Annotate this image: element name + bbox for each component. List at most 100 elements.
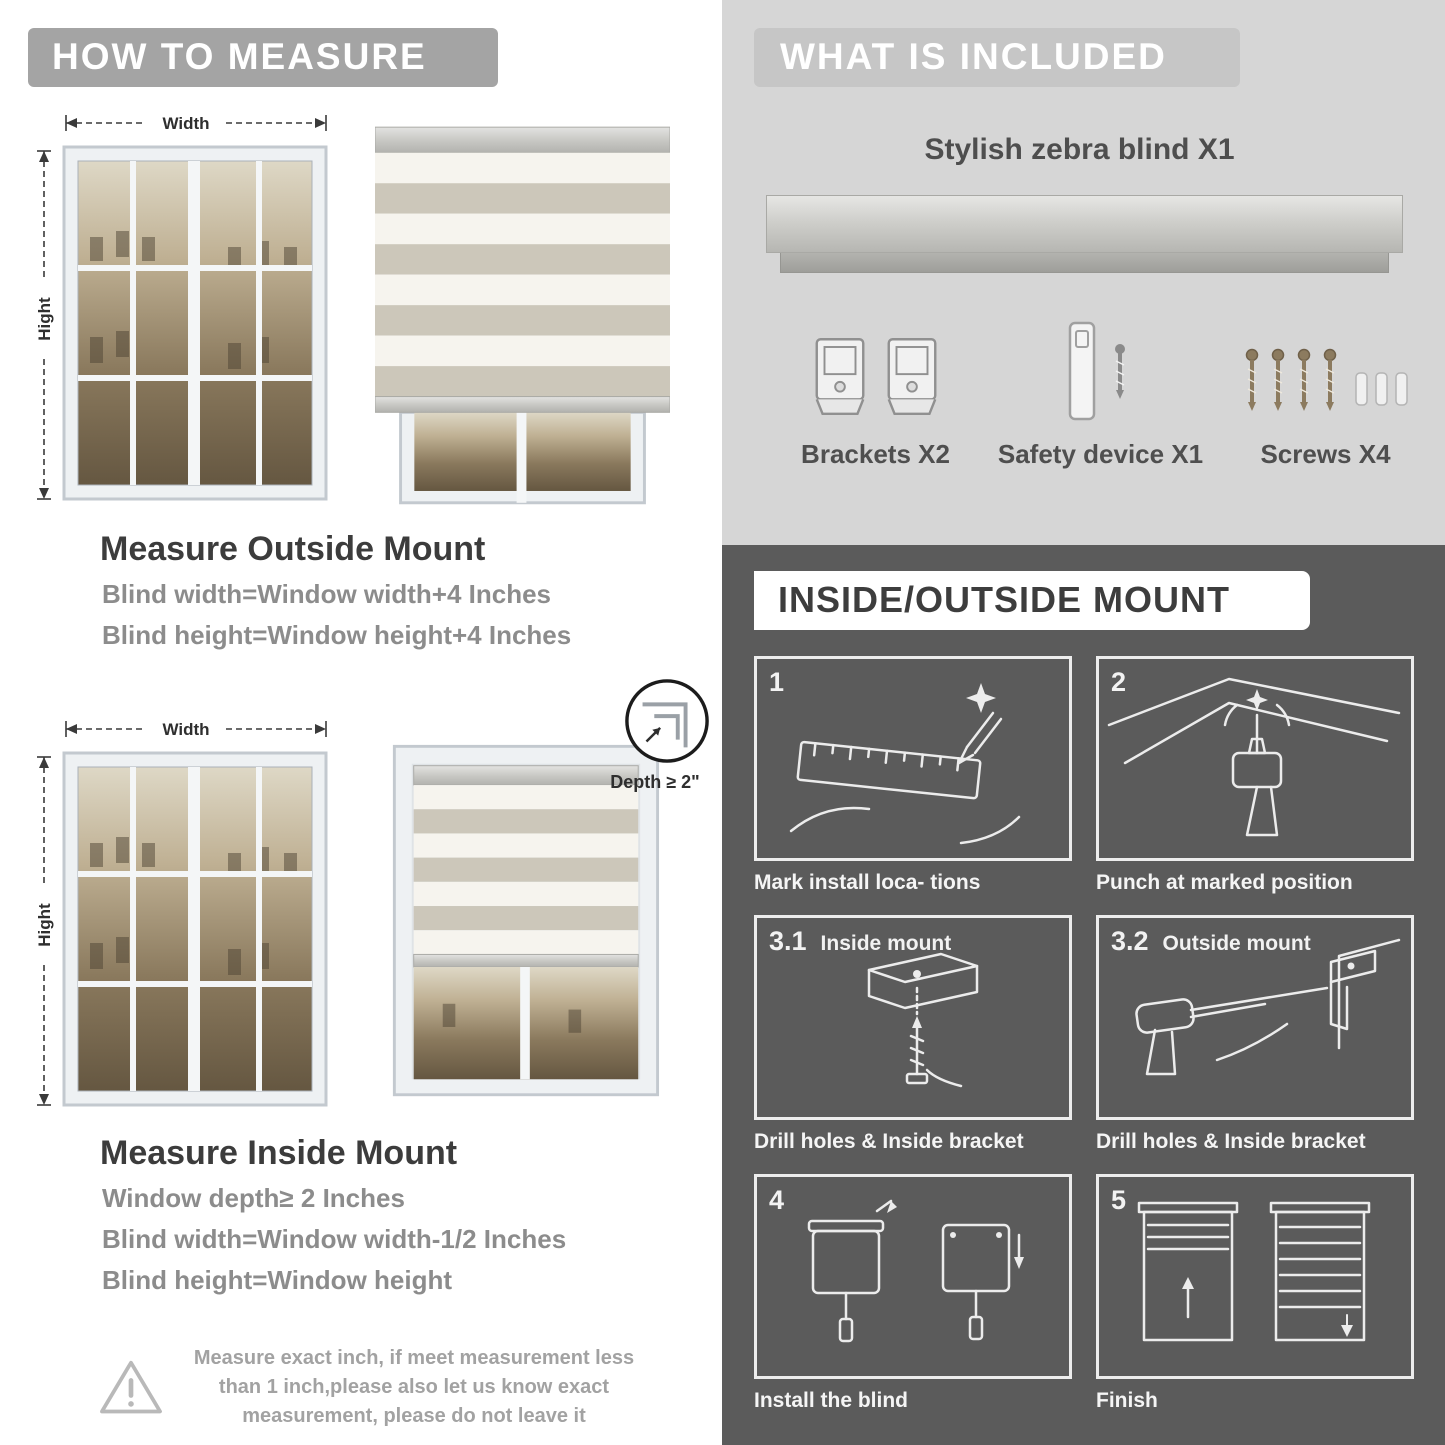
- included-item-labels: Brackets X2 Safety device X1 Screws X4: [768, 439, 1445, 470]
- blind-headrail-illustration: [766, 195, 1403, 273]
- height-label: Hight: [35, 297, 54, 341]
- step-3-1: 3.1 Inside mount: [754, 915, 1072, 1154]
- step-4-panel: 4: [754, 1174, 1072, 1379]
- step-5-caption: Finish: [1096, 1389, 1158, 1412]
- step-3-1-caption: Drill holes & Inside bracket: [754, 1130, 1024, 1153]
- window-mullions: [78, 767, 312, 1091]
- step-3-2-panel: 3.2 Outside mount: [1096, 915, 1414, 1120]
- bracket-icon: [815, 338, 864, 416]
- screws-icon: [1245, 348, 1408, 411]
- right-column: WHAT IS INCLUDED Stylish zebra blind X1: [722, 0, 1445, 1445]
- window-frame: [62, 145, 328, 501]
- inside-height-formula: Blind height=Window height: [102, 1265, 452, 1295]
- step-3-2-caption: Drill holes & Inside bracket: [1096, 1130, 1366, 1153]
- step-3-1-panel: 3.1 Inside mount: [754, 915, 1072, 1120]
- outside-mount-illustrations: Width Hight: [28, 107, 696, 512]
- outside-width-formula: Blind width=Window width+4 Inches: [102, 579, 551, 609]
- step-sublabel: Outside mount: [1162, 932, 1311, 955]
- outside-bracket-illustration: [1135, 938, 1401, 1076]
- what-is-included-banner: WHAT IS INCLUDED: [754, 28, 1240, 87]
- how-to-measure-banner: HOW TO MEASURE: [28, 28, 498, 87]
- inside-bracket-illustration: [867, 952, 979, 1088]
- outside-height-formula: Blind height=Window height+4 Inches: [102, 620, 572, 650]
- headrail-lip: [780, 253, 1389, 273]
- inside-mount-illustrations: Width Hight: [28, 679, 709, 1118]
- install-blind-illustration: [807, 1199, 1024, 1343]
- width-dimension-arrow: [65, 721, 327, 737]
- screw: [1245, 348, 1258, 411]
- step-4: 4: [754, 1174, 1072, 1413]
- inside-depth-rule: Window depth≥ 2 Inches: [102, 1183, 405, 1213]
- step-1-caption: Mark install loca- tions: [754, 871, 981, 894]
- zebra-blind-outside-figure: [374, 121, 671, 510]
- what-is-included-panel: WHAT IS INCLUDED Stylish zebra blind X1: [722, 0, 1445, 545]
- zebra-blind-inside-figure: Depth ≥ 2": [375, 679, 709, 1106]
- screw: [1297, 348, 1310, 411]
- screw: [1271, 348, 1284, 411]
- window-with-dimensions-figure-2: Width Hight: [28, 713, 343, 1118]
- step-3-2: 3.2 Outside mount: [1096, 915, 1414, 1154]
- glass-below-blind: [413, 967, 639, 1080]
- step-sublabel: Inside mount: [820, 932, 952, 955]
- width-dimension-arrow: [65, 115, 327, 131]
- width-label: Width: [162, 720, 209, 739]
- bracket-icon: [887, 338, 936, 416]
- mount-steps-grid: 1: [754, 656, 1445, 1413]
- height-dimension-arrow: [37, 756, 51, 1106]
- screws-illustration: [1218, 313, 1433, 423]
- mount-banner: INSIDE/OUTSIDE MOUNT: [754, 571, 1310, 630]
- measure-warning: Measure exact inch, if meet measurement …: [98, 1344, 696, 1431]
- step-1-panel: 1: [754, 656, 1072, 861]
- product-title: Stylish zebra blind X1: [924, 133, 1235, 166]
- width-label: Width: [162, 114, 209, 133]
- window-behind-blind: [399, 410, 646, 505]
- window-with-dimensions-figure: Width Hight: [28, 107, 343, 512]
- finish-illustration: [1137, 1201, 1371, 1342]
- warning-text: Measure exact inch, if meet measurement …: [193, 1347, 635, 1427]
- depth-callout: Depth ≥ 2": [608, 677, 726, 793]
- step-number: 3.1: [769, 926, 807, 956]
- window-illustration: Width Hight: [35, 114, 328, 501]
- step-number: 4: [769, 1185, 785, 1215]
- how-to-measure-panel: HOW TO MEASURE Width Hight: [0, 0, 722, 1445]
- screw: [1323, 348, 1336, 411]
- step-number: 2: [1111, 667, 1127, 697]
- wall-anchors: [1354, 372, 1408, 406]
- zebra-blind: [413, 765, 639, 968]
- zebra-blind-illustration: [374, 126, 671, 505]
- window-frame: [62, 751, 328, 1107]
- step-5: 5: [1096, 1174, 1414, 1413]
- step-5-panel: 5: [1096, 1174, 1414, 1379]
- inside-width-formula: Blind width=Window width-1/2 Inches: [102, 1224, 567, 1254]
- brackets-illustration: [768, 313, 983, 423]
- height-dimension-arrow: [37, 150, 51, 500]
- window-illustration-2: Width Hight: [35, 720, 328, 1107]
- depth-magnifier-icon: [625, 679, 709, 763]
- window-mullions: [78, 161, 312, 485]
- mount-instructions-panel: INSIDE/OUTSIDE MOUNT 1: [722, 545, 1445, 1445]
- step-2-panel: 2: [1096, 656, 1414, 861]
- outside-mount-title: Measure Outside Mount: [100, 530, 486, 568]
- zebra-blind: [374, 126, 671, 413]
- drill-illustration: [1107, 677, 1401, 837]
- mark-location-illustration: [789, 683, 1021, 845]
- step-number: 5: [1111, 1185, 1127, 1215]
- height-label: Hight: [35, 903, 54, 947]
- step-4-caption: Install the blind: [754, 1389, 909, 1412]
- screws-label: Screws X4: [1260, 439, 1391, 469]
- warning-triangle-icon: [100, 1360, 162, 1413]
- headrail-bar: [766, 195, 1403, 253]
- step-number: 3.2: [1111, 926, 1149, 956]
- step-2-caption: Punch at marked position: [1096, 871, 1353, 894]
- step-number: 1: [769, 667, 785, 697]
- safety-device-illustration: [983, 313, 1218, 423]
- inside-mount-title: Measure Inside Mount: [100, 1134, 458, 1172]
- step-2: 2: [1096, 656, 1414, 895]
- included-items-row: [768, 313, 1445, 423]
- step-1: 1: [754, 656, 1072, 895]
- safety-device-label: Safety device X1: [997, 439, 1204, 469]
- zebra-blind-inside-illustration: [392, 744, 660, 1097]
- brackets-label: Brackets X2: [801, 439, 950, 469]
- depth-label: Depth ≥ 2": [610, 772, 700, 792]
